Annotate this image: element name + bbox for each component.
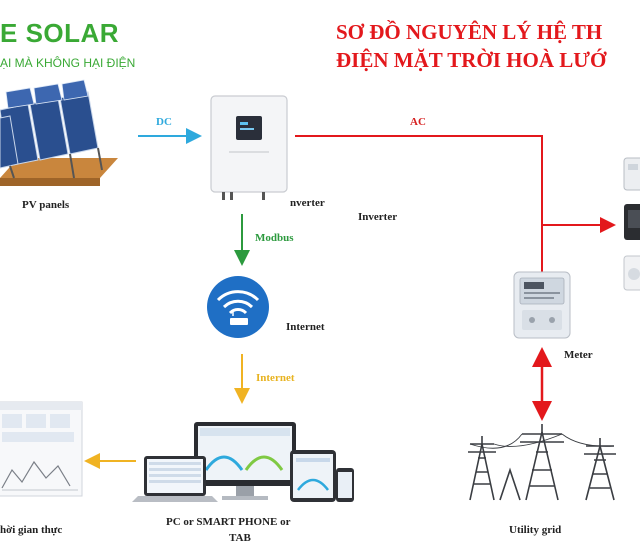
monitoring-screen-icon bbox=[0, 401, 83, 497]
title-line-2: ĐIỆN MẶT TRỜI HOÀ LƯỚ bbox=[336, 48, 607, 72]
devices-icon bbox=[132, 422, 354, 502]
meter-label: Meter bbox=[564, 349, 593, 361]
wifi-router-icon bbox=[207, 276, 269, 338]
inverter-label-b: Inverter bbox=[358, 211, 398, 223]
ac-label: AC bbox=[410, 116, 426, 128]
dc-label: DC bbox=[156, 116, 172, 128]
electric-meter-icon bbox=[513, 271, 571, 339]
brand-name: E SOLAR bbox=[0, 18, 120, 48]
pv-panels-label: PV panels bbox=[22, 199, 70, 211]
ac-connection bbox=[295, 135, 543, 272]
pc-label-line1: PC or SMART PHONE or bbox=[166, 516, 291, 528]
transmission-tower-icon bbox=[468, 424, 616, 501]
pc-label-line2: TAB bbox=[229, 532, 251, 544]
internet-label: Internet bbox=[286, 321, 325, 333]
realtime-label: hời gian thực bbox=[0, 524, 63, 536]
title-line-1: SƠ ĐỒ NGUYÊN LÝ HỆ TH bbox=[336, 20, 603, 44]
utility-grid-label: Utility grid bbox=[509, 524, 562, 536]
appliance-icon bbox=[623, 157, 640, 291]
brand-tagline: ẠI MÀ KHÔNG HẠI ĐIỆN bbox=[0, 56, 136, 70]
modbus-label: Modbus bbox=[255, 232, 294, 244]
solar-panel-icon bbox=[0, 79, 118, 186]
inverter-label-a: nverter bbox=[290, 197, 325, 209]
internet-link-label: Internet bbox=[256, 372, 295, 384]
inverter-icon bbox=[210, 95, 288, 200]
